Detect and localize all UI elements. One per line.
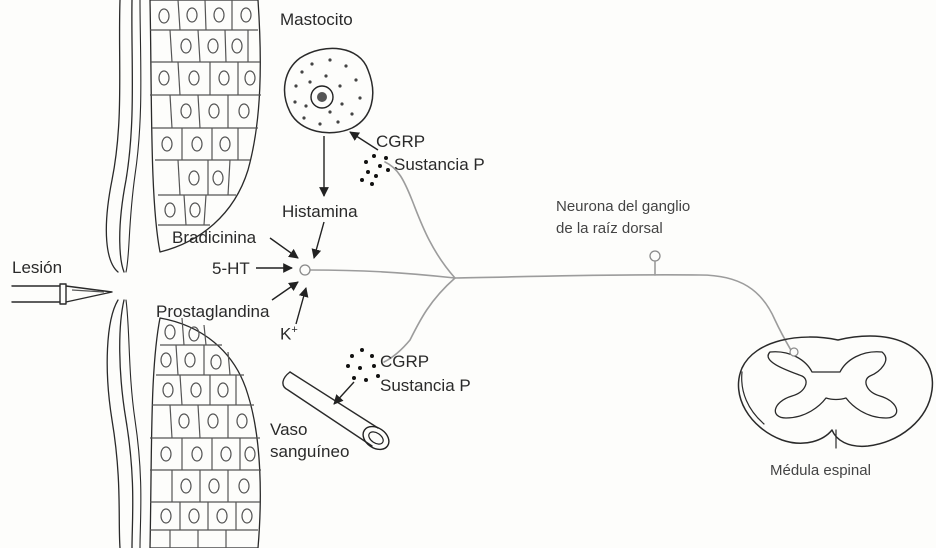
arrow-k-plus — [296, 288, 306, 324]
label-sustancia-p-bottom: Sustancia P — [380, 376, 471, 396]
arrow-cgrp-vaso — [334, 382, 354, 404]
spinal-cord — [738, 336, 932, 448]
label-histamina: Histamina — [282, 202, 358, 222]
mast-cell — [285, 48, 373, 132]
label-5-ht: 5-HT — [212, 259, 250, 279]
arrows — [256, 132, 378, 404]
lesion-instrument — [12, 284, 112, 304]
neuropeptide-dots-top — [360, 154, 390, 186]
label-prostaglandina: Prostaglandina — [156, 302, 269, 322]
label-mastocito: Mastocito — [280, 10, 353, 30]
arrow-histamina — [314, 222, 324, 258]
label-k-plus: K+ — [280, 324, 298, 344]
label-neurona-line1: Neurona del ganglio — [556, 198, 690, 215]
label-vaso-line1: Vaso — [270, 420, 308, 440]
arrow-prostaglandina — [272, 282, 298, 300]
nerve-fibers — [300, 162, 792, 362]
arrow-cgrp-mastocito — [350, 132, 378, 150]
label-medula-espinal: Médula espinal — [770, 462, 871, 479]
label-vaso-line2: sanguíneo — [270, 442, 349, 462]
label-neurona-line2: de la raíz dorsal — [556, 220, 663, 237]
arrow-bradicinina — [270, 238, 298, 258]
label-bradicinina: Bradicinina — [172, 228, 256, 248]
label-cgrp-top: CGRP — [376, 132, 425, 152]
label-sustancia-p-top: Sustancia P — [394, 155, 485, 175]
label-cgrp-bottom: CGRP — [380, 352, 429, 372]
label-lesion: Lesión — [12, 258, 62, 278]
neuropeptide-dots-bottom — [346, 348, 380, 382]
